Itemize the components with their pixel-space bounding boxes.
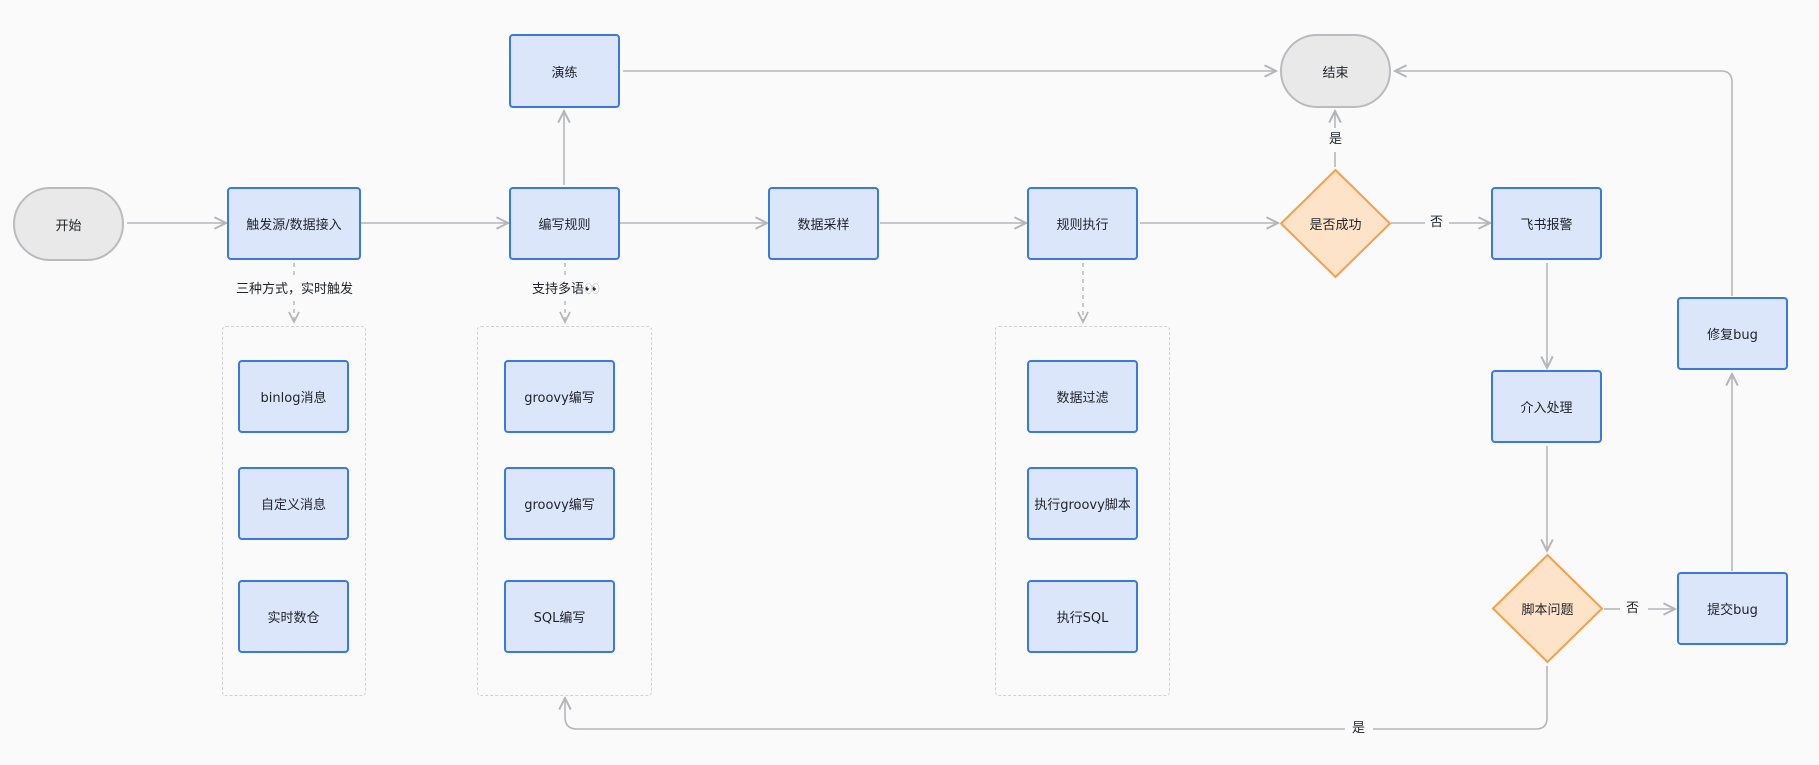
success-decision[interactable]: 是否成功 [1279, 168, 1392, 279]
feishu-alert-node[interactable]: 飞书报警 [1491, 187, 1602, 260]
script-decision-label: 脚本问题 [1521, 603, 1574, 618]
write-rule-node[interactable]: 编写规则 [509, 187, 620, 260]
drill-node[interactable]: 演练 [509, 34, 620, 108]
lang-note-label: 支持多语👀 [529, 282, 604, 298]
data-filter-node[interactable]: 数据过滤 [1027, 360, 1138, 433]
no-alert-label: 否 [1427, 215, 1447, 231]
submit-bug-node[interactable]: 提交bug [1677, 572, 1788, 645]
groovy-node-1[interactable]: groovy编写 [504, 360, 615, 433]
binlog-node[interactable]: binlog消息 [238, 360, 349, 433]
sql-write-node[interactable]: SQL编写 [504, 580, 615, 653]
fix-bug-node[interactable]: 修复bug [1677, 297, 1788, 370]
end-node[interactable]: 结束 [1280, 34, 1391, 108]
realtime-warehouse-node[interactable]: 实时数仓 [238, 580, 349, 653]
trigger-sources-group [222, 326, 366, 696]
intervene-node[interactable]: 介入处理 [1491, 370, 1602, 443]
no-bug-label: 否 [1623, 601, 1643, 617]
success-diamond-shape [1279, 168, 1392, 279]
exec-sql-node[interactable]: 执行SQL [1027, 580, 1138, 653]
groovy-node-2[interactable]: groovy编写 [504, 467, 615, 540]
exec-groovy-node[interactable]: 执行groovy脚本 [1027, 467, 1138, 540]
yes-back-label: 是 [1349, 721, 1369, 737]
trigger-note-label: 三种方式，实时触发 [233, 282, 357, 298]
edge-fix-end [1395, 71, 1733, 296]
custom-message-node[interactable]: 自定义消息 [238, 467, 349, 540]
start-node[interactable]: 开始 [13, 187, 124, 261]
script-diamond-shape [1491, 553, 1604, 664]
sampling-node[interactable]: 数据采样 [768, 187, 879, 260]
edge-script-back-b [565, 698, 1345, 730]
execution-group [995, 326, 1170, 696]
edge-script-back-a [1373, 666, 1548, 730]
trigger-node[interactable]: 触发源/数据接入 [227, 187, 361, 260]
yes-end-label: 是 [1326, 132, 1346, 148]
script-decision[interactable]: 脚本问题 [1491, 553, 1604, 664]
languages-group [477, 326, 652, 696]
exec-rule-node[interactable]: 规则执行 [1027, 187, 1138, 260]
success-decision-label: 是否成功 [1309, 218, 1362, 233]
